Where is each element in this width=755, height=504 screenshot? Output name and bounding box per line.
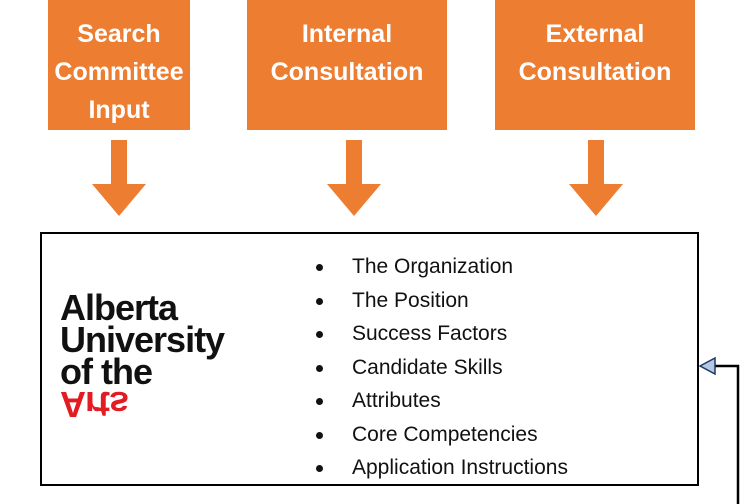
search-committee-input-box: Search Committee Input xyxy=(48,0,190,130)
search-committee-input-line-3: Input xyxy=(88,96,150,124)
down-arrow-icon xyxy=(327,140,381,216)
internal-consultation-line-1: Internal xyxy=(301,20,393,48)
feedback-arrow-icon xyxy=(698,356,740,504)
down-arrow-icon xyxy=(92,140,146,216)
search-committee-input-line-2: Committee xyxy=(54,58,184,86)
logo-line-of-the: of the xyxy=(60,351,153,392)
list-item: Success Factors xyxy=(310,319,568,353)
position-profile-box xyxy=(40,232,699,486)
internal-consultation-box: Internal Consultation xyxy=(247,0,447,130)
external-consultation-box: External Consultation xyxy=(495,0,695,130)
logo-line-alberta: Alberta xyxy=(60,287,178,328)
internal-consultation-line-2: Consultation xyxy=(270,58,424,86)
list-item: The Position xyxy=(310,286,568,320)
list-item: Candidate Skills xyxy=(310,353,568,387)
external-consultation-line-1: External xyxy=(545,20,645,48)
down-arrow-icon xyxy=(569,140,623,216)
profile-sections-list: The Organization The Position Success Fa… xyxy=(310,252,568,487)
auarts-logo: Alberta University of the Arts xyxy=(60,287,225,426)
list-item: The Organization xyxy=(310,252,568,286)
logo-line-university: University xyxy=(60,319,225,360)
list-item: Core Competencies xyxy=(310,420,568,454)
logo-line-arts: Arts xyxy=(60,384,129,425)
list-item: Application Instructions xyxy=(310,453,568,487)
external-consultation-line-2: Consultation xyxy=(518,58,672,86)
list-item: Attributes xyxy=(310,386,568,420)
search-committee-input-line-1: Search xyxy=(77,20,161,48)
